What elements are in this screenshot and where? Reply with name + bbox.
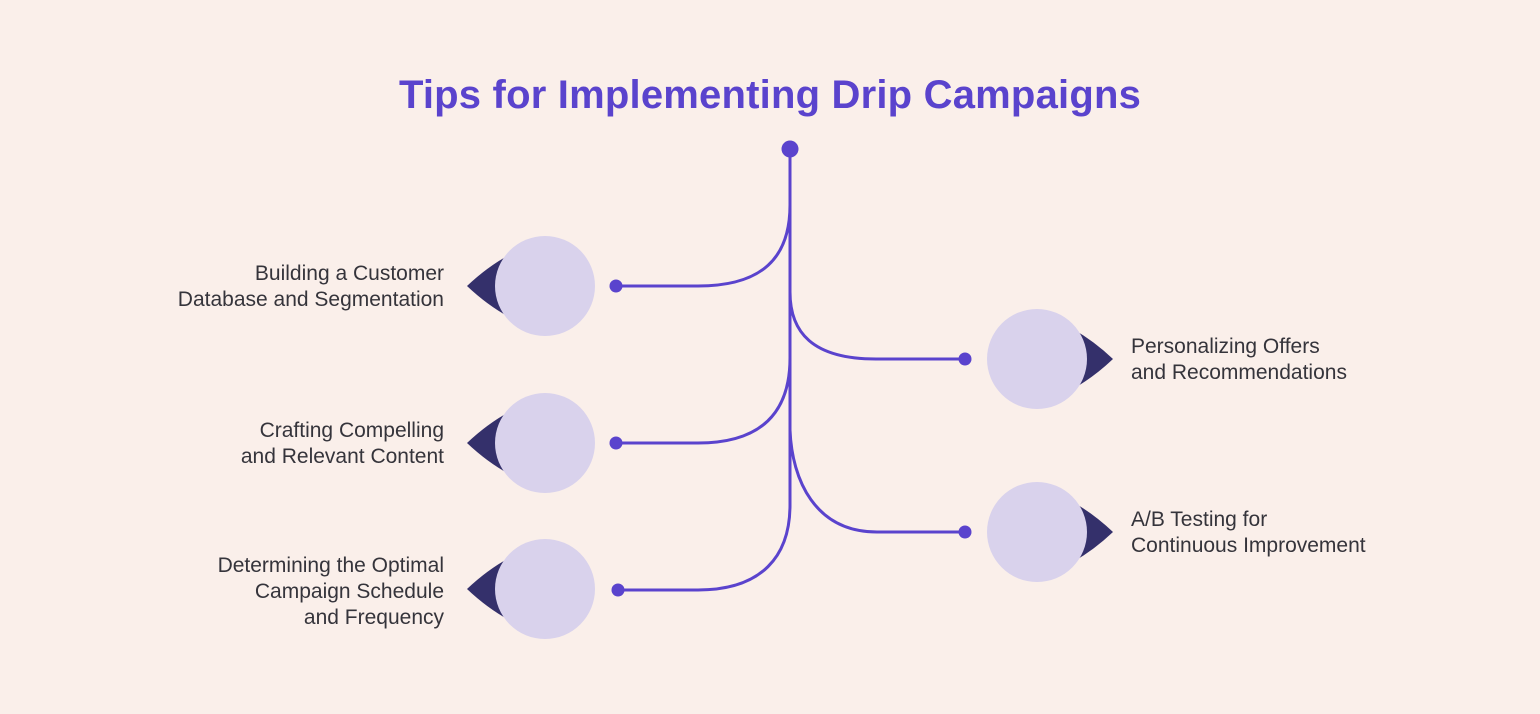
node-label-personalizing-offers: Personalizing Offers and Recommendations [1131,334,1347,386]
label-line: Crafting Compelling [259,419,444,442]
trunk-line [616,147,792,592]
node-marker-left-3 [467,539,595,639]
label-line: Personalizing Offers [1131,335,1320,358]
branch-right-2 [788,428,967,534]
branch-dot-right-2 [958,525,972,539]
branch-dot-left-1 [609,279,623,293]
branch-right-1 [788,290,967,361]
label-line: and Frequency [303,606,444,629]
node-circle [987,309,1087,409]
page-title: Tips for Implementing Drip Campaigns [398,73,1142,117]
label-line: Database and Segmentation [177,288,444,311]
node-circle [495,236,595,336]
label-line: and Recommendations [1131,361,1347,384]
label-line: A/B Testing for [1131,508,1268,531]
label-line: Determining the Optimal [217,554,444,577]
label-line: Continuous Improvement [1131,534,1366,557]
label-line: and Relevant Content [240,445,444,468]
node-label-campaign-schedule: Determining the Optimal Campaign Schedul… [218,553,444,631]
branch-left-1 [614,203,792,288]
branch-dot-left-2 [609,436,623,450]
node-marker-left-1 [467,236,595,336]
branch-dot-right-1 [958,352,972,366]
label-line: Building a Customer [254,262,444,285]
root-dot [781,140,799,158]
branch-left-2 [614,356,792,445]
branch-dot-left-3 [611,583,625,597]
node-circle [495,539,595,639]
label-line: Campaign Schedule [254,580,444,603]
node-label-building-customer-database: Building a Customer Database and Segment… [178,261,444,313]
node-label-crafting-content: Crafting Compelling and Relevant Content [241,418,444,470]
node-marker-left-2 [467,393,595,493]
node-marker-right-2 [987,482,1113,582]
node-circle [987,482,1087,582]
node-marker-right-1 [987,309,1113,409]
node-circle [495,393,595,493]
node-label-ab-testing: A/B Testing for Continuous Improvement [1131,507,1366,559]
